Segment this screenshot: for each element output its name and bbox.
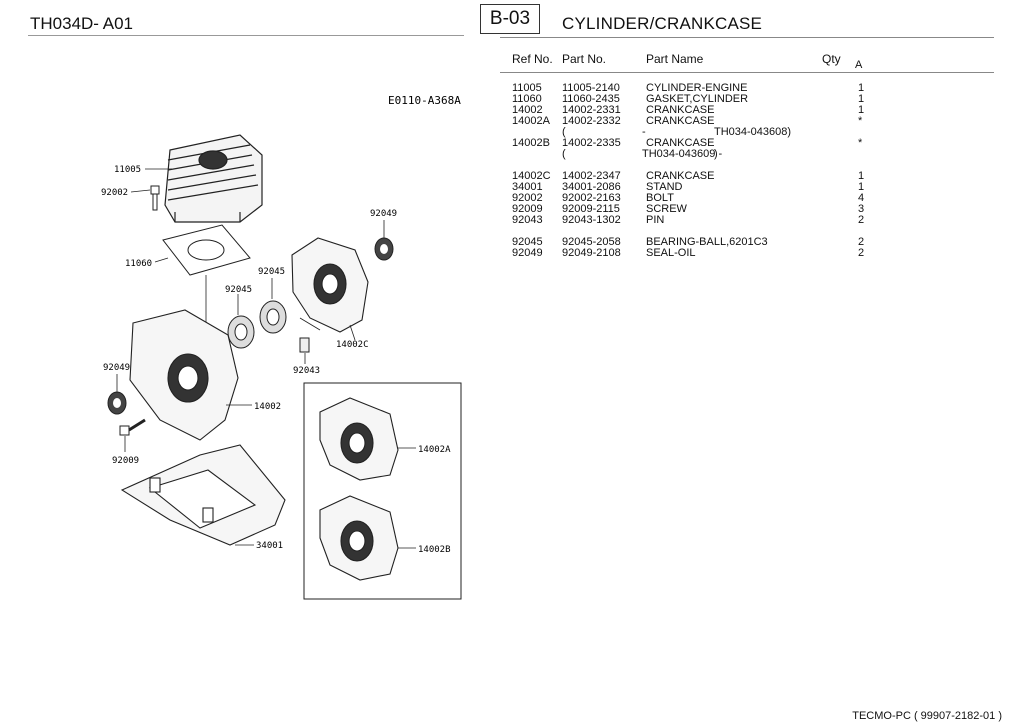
qty: 1	[858, 93, 865, 105]
part-name: STAND	[646, 181, 683, 193]
part-name: GASKET,CYLINDER	[646, 93, 749, 105]
label-14002: 14002	[254, 402, 281, 412]
part-name: BEARING-BALL,6201C3	[646, 236, 768, 248]
qty: 2	[858, 214, 865, 226]
crankcase-14002	[129, 309, 239, 441]
crankcase-14002b	[319, 495, 399, 581]
qty: 1	[858, 104, 865, 116]
col-header-qty-a: A	[855, 59, 863, 71]
col-header-name: Part Name	[646, 52, 704, 66]
qty: 1	[858, 170, 865, 182]
pin-92043	[299, 337, 310, 353]
col-header-part: Part No.	[562, 52, 607, 66]
part-no: 92045-2058	[562, 236, 621, 248]
note-text: TH034-043609 -	[642, 148, 723, 160]
qty: 2	[858, 236, 865, 248]
bolt-92002	[150, 185, 160, 211]
ref-no: 92043	[512, 214, 543, 226]
part-no: 34001-2086	[562, 181, 621, 193]
part-no: 92002-2163	[562, 192, 621, 204]
part-no: 11060-2435	[562, 93, 620, 105]
label-92045-left: 92045	[225, 285, 252, 295]
part-name: CRANKCASE	[646, 104, 715, 116]
qty: *	[858, 137, 863, 149]
footer-code: TECMO-PC ( 99907-2182-01 )	[852, 710, 1002, 722]
note-text: TH034-043608)	[714, 126, 792, 138]
part-no: 14002-2335	[562, 137, 621, 149]
stand-34001	[120, 444, 286, 546]
part-name: CRANKCASE	[646, 170, 715, 182]
col-header-qty: Qty	[822, 52, 841, 66]
crankcase-14002c	[291, 237, 369, 333]
qty: 1	[858, 181, 865, 193]
part-name: CRANKCASE	[646, 137, 715, 149]
ref-no: 14002	[512, 104, 543, 116]
col-header-ref: Ref No.	[512, 52, 553, 66]
part-no: 92043-1302	[562, 214, 621, 226]
ref-no: 11005	[512, 82, 542, 94]
cylinder-part	[164, 134, 263, 223]
part-name: PIN	[646, 214, 665, 226]
qty: 4	[858, 192, 865, 204]
label-92049-upper: 92049	[370, 209, 397, 219]
label-11060: 11060	[125, 259, 152, 269]
part-no: 11005-2140	[562, 82, 620, 94]
ref-no: 92045	[512, 236, 543, 248]
section-number: B-03	[480, 4, 540, 34]
exploded-diagram: E0110-A368A 11005 92002 11060 92049 1400…	[101, 94, 462, 600]
ref-no: 92009	[512, 203, 543, 215]
part-no: 14002-2347	[562, 170, 621, 182]
label-34001: 34001	[256, 541, 283, 551]
part-no: 92009-2115	[562, 203, 620, 215]
part-name: BOLT	[646, 192, 674, 204]
diagram-code: E0110-A368A	[388, 94, 461, 107]
part-no: 92049-2108	[562, 247, 621, 259]
model-code: TH034D- A01	[30, 14, 133, 33]
ref-no: 14002C	[512, 170, 551, 182]
ref-no: 11060	[512, 93, 542, 105]
page-title: CYLINDER/CRANKCASE	[562, 14, 763, 33]
qty: 3	[858, 203, 865, 215]
label-92043: 92043	[293, 366, 320, 376]
label-92045-right: 92045	[258, 267, 285, 277]
part-no: 14002-2332	[562, 115, 621, 127]
qty: *	[858, 115, 863, 127]
gasket-part	[162, 224, 251, 276]
ref-no: 92002	[512, 192, 543, 204]
screw-92009	[119, 418, 146, 436]
inset-box	[303, 382, 462, 600]
label-92049-lower: 92049	[103, 363, 130, 373]
label-92002: 92002	[101, 188, 128, 198]
note-text: (	[562, 148, 566, 160]
label-11005: 11005	[114, 165, 141, 175]
label-14002a: 14002A	[418, 445, 451, 455]
note-text: (	[562, 126, 566, 138]
table-header-rule	[500, 72, 994, 73]
label-92009: 92009	[112, 456, 139, 466]
qty: 1	[858, 82, 865, 94]
part-name: SCREW	[646, 203, 687, 215]
part-no: 14002-2331	[562, 104, 621, 116]
part-name: CRANKCASE	[646, 115, 715, 127]
note-text: -	[642, 126, 646, 138]
label-14002b: 14002B	[418, 545, 451, 555]
ref-no: 14002B	[512, 137, 550, 149]
part-name: CYLINDER-ENGINE	[646, 82, 748, 94]
ref-no: 92049	[512, 247, 543, 259]
ref-no: 34001	[512, 181, 543, 193]
qty: 2	[858, 247, 865, 259]
label-14002c: 14002C	[336, 340, 369, 350]
table-top-rule	[500, 37, 994, 38]
note-text: )	[714, 148, 718, 160]
part-name: SEAL-OIL	[646, 247, 696, 259]
crankcase-14002a	[319, 397, 399, 481]
ref-no: 14002A	[512, 115, 550, 127]
header-divider-left	[28, 35, 464, 36]
